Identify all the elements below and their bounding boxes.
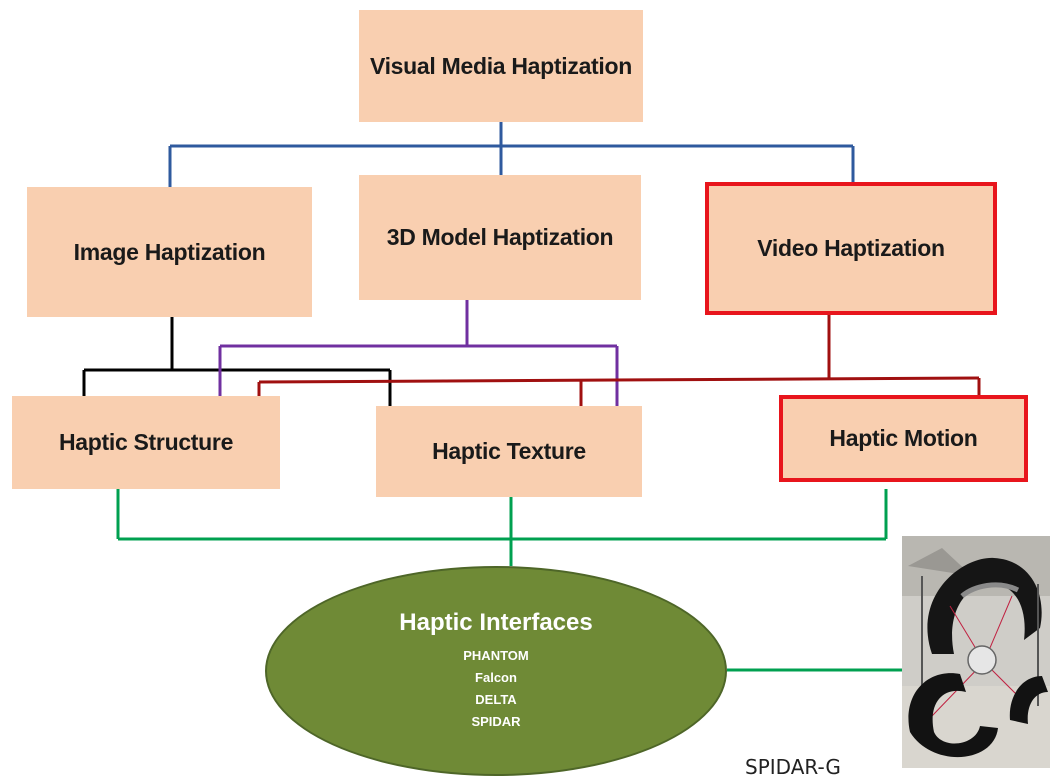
haptic-interfaces-title: Haptic Interfaces [399,609,593,636]
video-connector [257,315,981,412]
root-node-box: Visual Media Haptization [359,10,643,122]
image-haptization-box: Image Haptization [27,187,312,317]
spidar-g-device-photo [902,536,1050,768]
video-haptization-box: Video Haptization [705,182,997,315]
haptic-interfaces-ellipse: Haptic Interfaces PHANTOM Falcon DELTA S… [265,566,727,776]
video-haptization-label: Video Haptization [757,235,945,261]
root-node-label: Visual Media Haptization [369,52,633,79]
device-item-delta: DELTA [475,692,517,707]
haptic-structure-label: Haptic Structure [58,429,234,455]
image-connector [82,317,392,406]
haptic-structure-box: Haptic Structure [12,396,280,489]
haptic-texture-label: Haptic Texture [432,438,586,464]
haptic-motion-box: Haptic Motion [779,395,1028,482]
3d-model-haptization-label: 3D Model Haptization [386,224,614,250]
photo-caption: SPIDAR-G [745,755,841,779]
haptic-motion-label: Haptic Motion [829,425,978,451]
model-connector [218,300,619,406]
root-connector [168,122,855,187]
3d-model-haptization-box: 3D Model Haptization [359,175,641,300]
interface-connector [116,489,902,672]
image-haptization-label: Image Haptization [73,238,266,265]
device-item-spidar: SPIDAR [471,714,521,729]
device-item-phantom: PHANTOM [463,648,529,663]
haptic-texture-box: Haptic Texture [376,406,642,497]
device-item-falcon: Falcon [475,670,517,685]
